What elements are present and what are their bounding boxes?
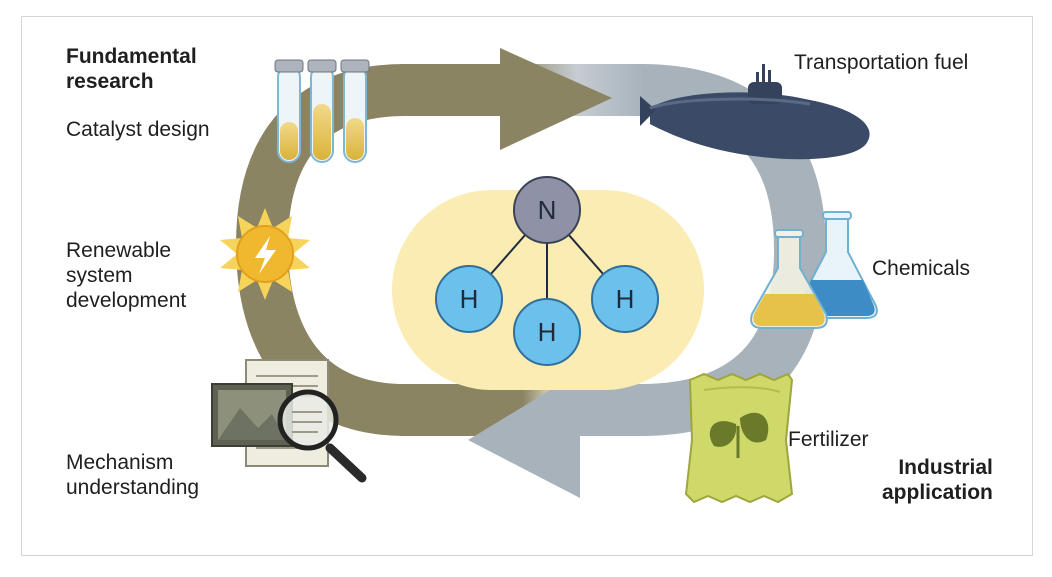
ammonia-molecule: N H H H xyxy=(435,176,659,366)
submarine-icon xyxy=(640,64,870,160)
mechanism-understanding-label: Mechanism understanding xyxy=(66,451,200,499)
documents-magnifier-icon xyxy=(211,359,367,483)
hydrogen-symbol: H xyxy=(616,284,635,314)
flasks-icon xyxy=(750,211,878,329)
industrial-application-heading: Industrial application xyxy=(882,456,993,504)
chemicals-label: Chemicals xyxy=(872,257,971,280)
nitrogen-atom xyxy=(513,176,581,244)
hydrogen-symbol: H xyxy=(460,284,479,314)
catalyst-design-label: Catalyst design xyxy=(66,118,210,141)
hydrogen-symbol: H xyxy=(538,317,557,347)
fertilizer-bag-icon xyxy=(684,372,794,504)
fundamental-research-heading: Fundamental research xyxy=(66,45,197,93)
transportation-fuel-label: Transportation fuel xyxy=(794,51,969,74)
hydrogen-atom xyxy=(513,298,581,366)
test-tubes-icon xyxy=(274,59,370,163)
renewable-system-label: Renewable system development xyxy=(66,239,187,312)
bottom-arrow-head xyxy=(468,372,580,498)
top-arrow-head xyxy=(500,48,612,150)
nitrogen-symbol: N xyxy=(538,195,557,225)
hydrogen-atom xyxy=(435,265,503,333)
fertilizer-label: Fertilizer xyxy=(788,428,869,451)
hydrogen-atom xyxy=(591,265,659,333)
sun-bolt-icon xyxy=(220,208,310,300)
